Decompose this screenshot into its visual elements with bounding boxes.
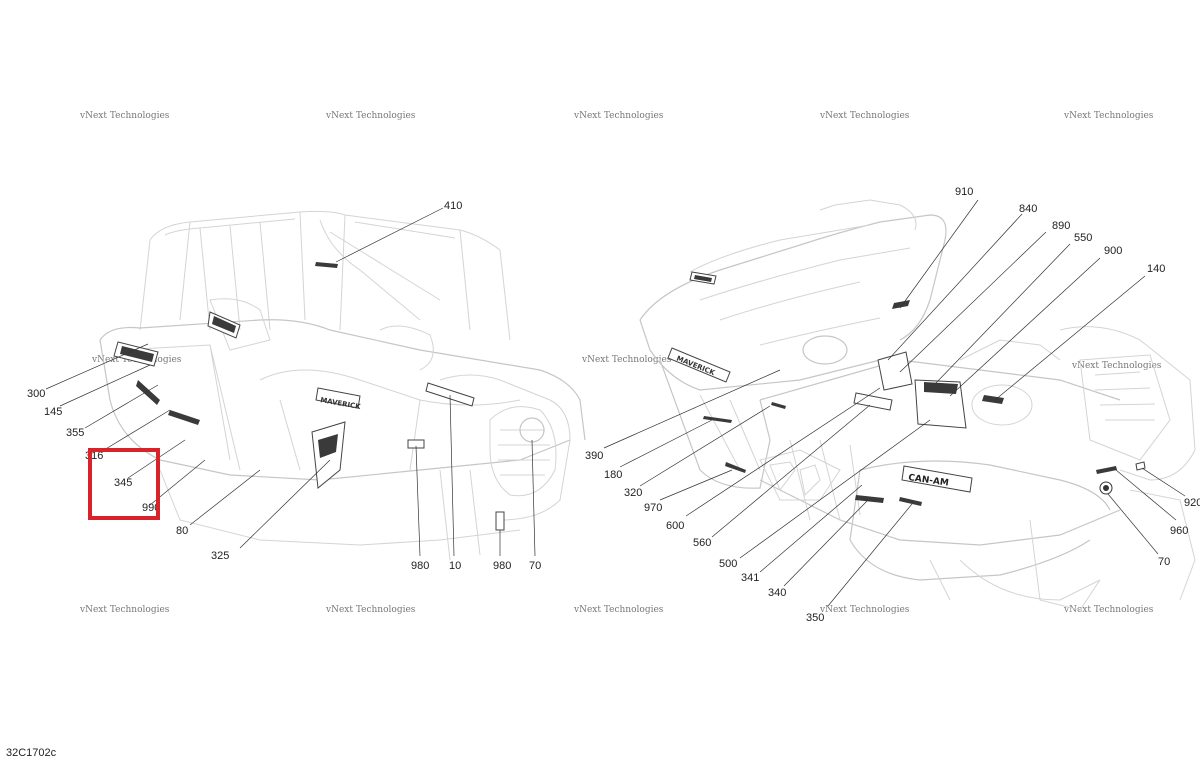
callout-550[interactable]: 550 (1074, 232, 1092, 244)
watermark-text: vNext Technologies (581, 355, 672, 365)
callout-300[interactable]: 300 (27, 388, 45, 400)
callout-341[interactable]: 341 (741, 572, 759, 584)
left-leader-lines (45, 207, 536, 557)
callout-980-a[interactable]: 980 (411, 560, 429, 572)
decal-maverick-hood: MAVERICK (315, 387, 362, 411)
callout-70-right[interactable]: 70 (1158, 556, 1170, 568)
callout-900[interactable]: 900 (1104, 245, 1122, 257)
callout-890[interactable]: 890 (1052, 220, 1070, 232)
callout-970[interactable]: 970 (644, 502, 662, 514)
callout-350[interactable]: 350 (806, 612, 824, 624)
watermark-text: vNext Technologies (1063, 605, 1154, 615)
callout-560[interactable]: 560 (693, 537, 711, 549)
watermark-text: vNext Technologies (79, 111, 170, 121)
decal-can-am-hood: CAN-AM (901, 465, 973, 493)
callouts-left: 410 300 145 355 316 345 990 80 325 980 1… (27, 200, 541, 572)
callout-180[interactable]: 180 (604, 469, 622, 481)
right-vehicle-illustration: MAVERICK CAN-AM (639, 199, 1196, 611)
callout-80[interactable]: 80 (176, 525, 188, 537)
right-leader-lines (603, 199, 1186, 607)
callout-70-left[interactable]: 70 (529, 560, 541, 572)
callout-140[interactable]: 140 (1147, 263, 1165, 275)
reference-code: 32C1702c (6, 747, 57, 759)
watermark-text: vNext Technologies (1063, 111, 1154, 121)
callout-10[interactable]: 10 (449, 560, 461, 572)
callout-960[interactable]: 960 (1170, 525, 1188, 537)
callout-840[interactable]: 840 (1019, 203, 1037, 215)
callout-980-b[interactable]: 980 (493, 560, 511, 572)
callout-145[interactable]: 145 (44, 406, 62, 418)
watermark-text: vNext Technologies (79, 605, 170, 615)
left-vehicle-illustration: MAVERICK (99, 210, 586, 561)
decal-maverick-side: MAVERICK (667, 347, 731, 383)
watermark-text: vNext Technologies (325, 111, 416, 121)
watermark-text: vNext Technologies (573, 605, 664, 615)
callout-355[interactable]: 355 (66, 427, 84, 439)
highlight-box-345 (88, 448, 160, 520)
callout-600[interactable]: 600 (666, 520, 684, 532)
callout-990[interactable]: 990 (142, 502, 160, 514)
callouts-right: 910 840 890 550 900 140 390 180 320 970 … (585, 186, 1200, 624)
callout-340[interactable]: 340 (768, 587, 786, 599)
callout-390[interactable]: 390 (585, 450, 603, 462)
callout-920[interactable]: 920 (1184, 497, 1200, 509)
watermark-text: vNext Technologies (325, 605, 416, 615)
callout-410[interactable]: 410 (444, 200, 462, 212)
watermark-text: vNext Technologies (1071, 361, 1162, 371)
watermark-text: vNext Technologies (573, 111, 664, 121)
callout-500[interactable]: 500 (719, 558, 737, 570)
callout-320[interactable]: 320 (624, 487, 642, 499)
watermark-layer: vNext Technologies vNext Technologies vNex… (79, 111, 1162, 615)
callout-325[interactable]: 325 (211, 550, 229, 562)
callout-910[interactable]: 910 (955, 186, 973, 198)
watermark-text: vNext Technologies (819, 111, 910, 121)
callout-345[interactable]: 345 (114, 477, 132, 489)
watermark-text: vNext Technologies (819, 605, 910, 615)
